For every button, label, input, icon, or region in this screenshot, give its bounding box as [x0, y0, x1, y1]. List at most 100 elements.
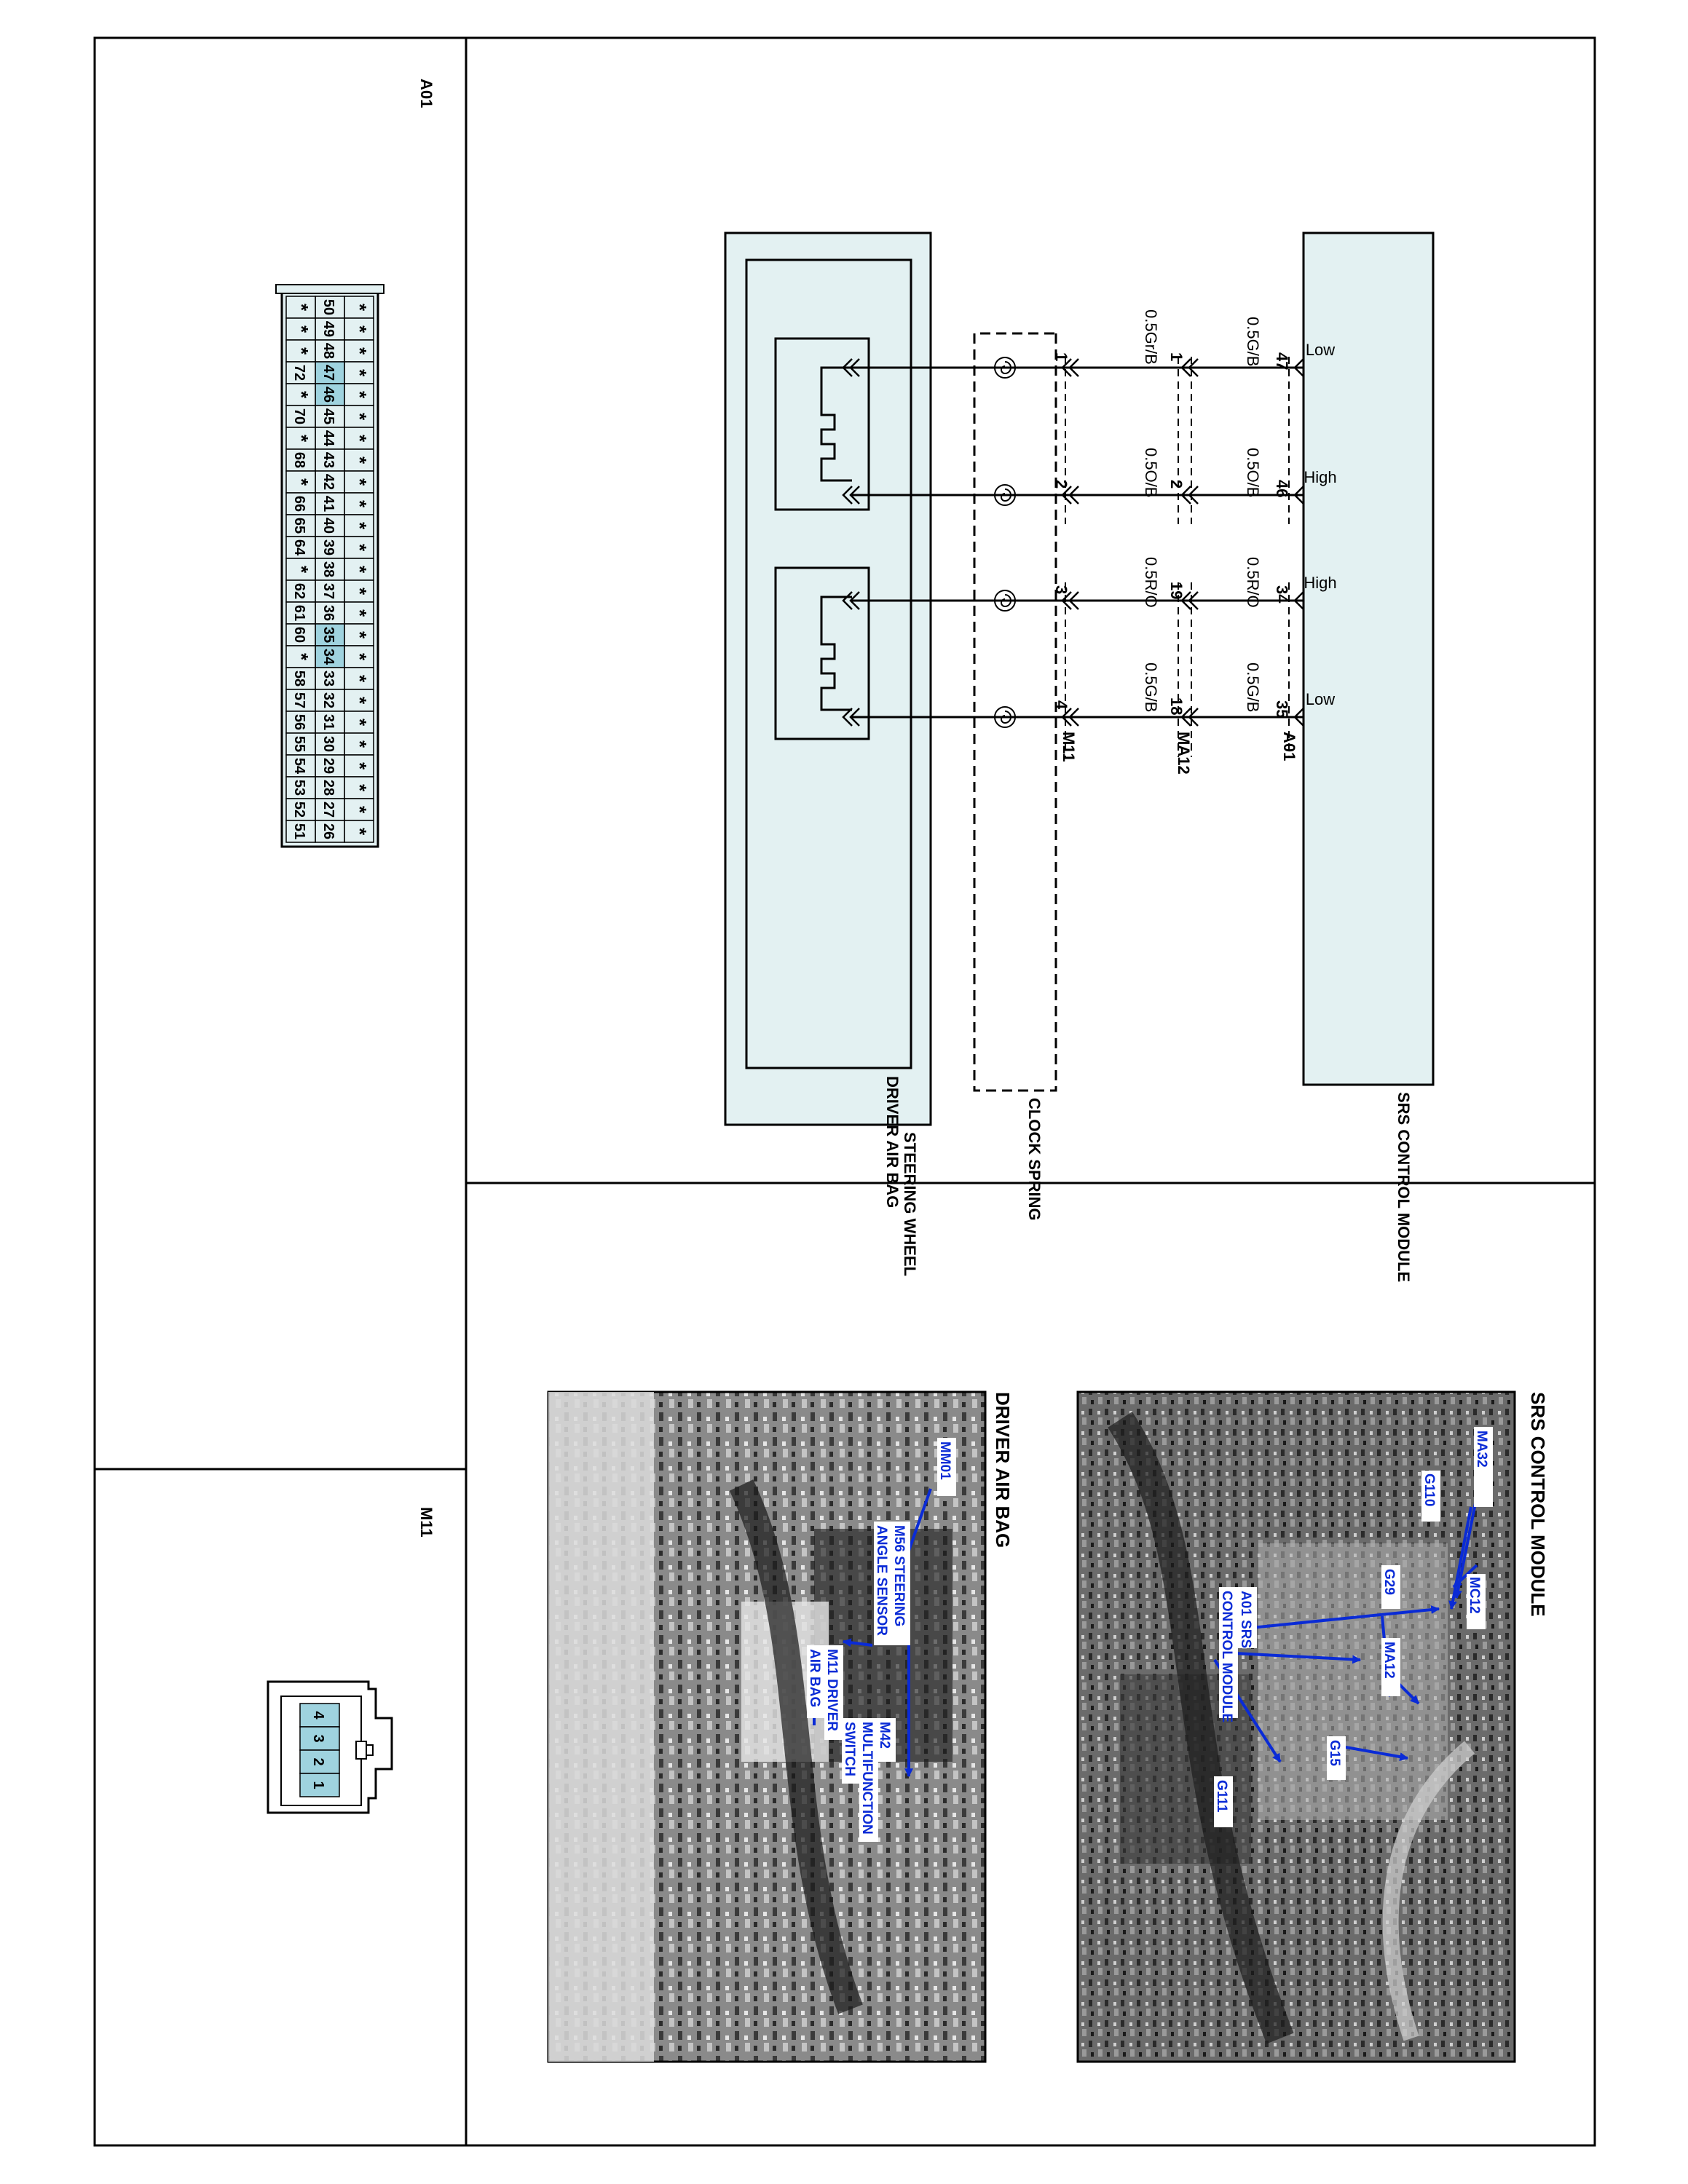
wire-label: 0.5G/B	[1142, 662, 1160, 712]
a01-pin-label: 68	[291, 452, 307, 468]
clock-spring-label: CLOCK SPRING	[1025, 1098, 1044, 1221]
srs-schematic: SRS CONTROL MODULE STEERING WHEEL DRIVER…	[724, 232, 1435, 1282]
m56-steering-label: M56 STEERING	[891, 1525, 907, 1626]
ma12-photo-label: MA12	[1381, 1642, 1397, 1679]
a01-pin-label: *	[349, 500, 371, 508]
a01-pin-label: *	[349, 456, 371, 464]
a01-pin-label: *	[349, 391, 371, 399]
airbag-photo-labels: MM01 M56 STEERING ANGLE SENSOR M11 DRIVE…	[807, 1438, 956, 1842]
a01-pin-label: 40	[320, 518, 336, 534]
a01-latch-tab	[275, 284, 384, 294]
a01-pin-label: 54	[291, 758, 307, 775]
a01-pin-label: 30	[320, 736, 336, 752]
srs-control-module-label: SRS CONTROL MODULE	[1395, 1092, 1413, 1282]
a01-pin-label: *	[349, 325, 371, 333]
a01-pin-label: 57	[291, 692, 307, 708]
a01-pin-cell	[285, 820, 316, 843]
a01-pin-label: 32	[320, 692, 336, 708]
circuit-2: High 46 0.5O/B 2 0.5O/B 2	[842, 448, 1337, 507]
control-module-label: CONTROL MODULE	[1219, 1591, 1234, 1722]
a01-pin-label: *	[349, 806, 371, 814]
a01-pin-label: 41	[320, 496, 336, 512]
m11-pin-label: 2	[1052, 480, 1070, 488]
driver-airbag-box	[745, 258, 912, 1069]
a01-pin-label: *	[291, 391, 312, 399]
m11-connector-label: M11	[1060, 732, 1078, 762]
clock-spring-box	[973, 332, 1057, 1092]
a01-pin-label: 66	[291, 496, 307, 512]
a01-pin-label: *	[349, 304, 371, 312]
srs-photo-title: SRS CONTROL MODULE	[1527, 1392, 1549, 1617]
a01-pin-label: 31	[320, 714, 336, 730]
wire-label: 0.5R/O	[1142, 557, 1160, 608]
a01-pin-label: *	[291, 304, 312, 312]
a01-level-label: Low	[1306, 341, 1335, 359]
a01-pin-label: 37	[320, 583, 336, 599]
a01-pin-label: 65	[291, 518, 307, 534]
airbag-squib-2	[774, 566, 870, 740]
airbag-squib-1	[774, 337, 870, 511]
srs-photo-labels: MA32 MC12 G110 A01 SRS CONTROL MODULE G2…	[1214, 1427, 1493, 1827]
a01-level-label: High	[1304, 468, 1336, 486]
ma12-connector-label: MA12	[1175, 732, 1193, 775]
g110-label: G110	[1421, 1473, 1437, 1506]
mm01-label: MM01	[937, 1441, 953, 1480]
wire-label: 0.5G/B	[1244, 317, 1262, 366]
a01-pin-label: 27	[320, 802, 336, 818]
m11-pin-label: 1	[310, 1781, 326, 1789]
a01-pin-label: 36	[320, 605, 336, 621]
a01-level-label: High	[1304, 574, 1336, 592]
a01-pin-label: *	[349, 762, 371, 770]
a01-connector-label: A01	[1280, 732, 1298, 761]
a01-pin-label: 46	[1273, 480, 1291, 497]
ma12-pin-label: 18	[1167, 697, 1186, 715]
ma12-pin-label: 2	[1167, 480, 1186, 488]
a01-pin-label: *	[349, 828, 371, 836]
a01-pin-label: *	[291, 478, 312, 486]
multifunction-label: MULTIFUNCTION	[859, 1722, 875, 1835]
a01-pin-label: 52	[291, 802, 307, 818]
page-frame	[93, 36, 1596, 2147]
a01-pin-label: *	[349, 740, 371, 748]
srs-control-module-photo	[1076, 1390, 1516, 2063]
a01-face-title: A01	[417, 79, 435, 108]
a01-pin-label: *	[349, 697, 371, 705]
driver-airbag-photo	[547, 1390, 987, 2063]
connector-views: A01 *************************50494847464…	[267, 79, 435, 1814]
circuit-4: Low 35 0.5G/B 18 0.5G/B 4	[842, 662, 1335, 729]
a01-pin-label: 29	[320, 758, 336, 774]
a01-pin-label: 48	[320, 343, 336, 359]
driver-airbag-label: DRIVER AIR BAG	[883, 1076, 902, 1208]
a01-pin-label: 35	[1273, 700, 1291, 718]
a01-pin-label: *	[349, 413, 371, 421]
m11-face-title: M11	[417, 1507, 435, 1538]
g111-label: G111	[1214, 1780, 1229, 1813]
a01-pin-label: *	[349, 522, 371, 530]
a01-pin-label: *	[349, 719, 371, 727]
mc12-label: MC12	[1467, 1577, 1482, 1614]
wire-label: 0.5O/B	[1142, 448, 1160, 497]
a01-pin-label: 28	[320, 780, 336, 796]
a01-pin-label: *	[349, 609, 371, 617]
photo-panel: SRS CONTROL MODULE MA3	[547, 1390, 1549, 2063]
a01-pin-label: *	[291, 347, 312, 355]
m11-pin-label: 2	[310, 1757, 326, 1765]
ma32-label: MA32	[1474, 1431, 1489, 1468]
a01-pin-label: 46	[320, 387, 336, 403]
m11-pin-label: 1	[1052, 352, 1070, 361]
a01-pin-label: *	[349, 544, 371, 552]
wire-label: 0.5Gr/B	[1142, 309, 1160, 365]
airbag-photo-title: DRIVER AIR BAG	[992, 1392, 1014, 1548]
a01-srs-label: A01 SRS	[1238, 1591, 1253, 1648]
srs-control-module-box	[1302, 232, 1435, 1086]
ma12-pin-label: 1	[1167, 352, 1186, 361]
a01-pin-label: *	[349, 653, 371, 661]
a01-pin-label: *	[349, 566, 371, 574]
a01-pin-label: 34	[1273, 585, 1291, 604]
a01-pin-label: 50	[320, 299, 336, 315]
a01-pin-label: 38	[320, 561, 336, 577]
wire-label: 0.5R/O	[1244, 557, 1262, 608]
angle-sensor-label: ANGLE SENSOR	[874, 1525, 889, 1636]
a01-pin-label: 47	[320, 365, 336, 381]
